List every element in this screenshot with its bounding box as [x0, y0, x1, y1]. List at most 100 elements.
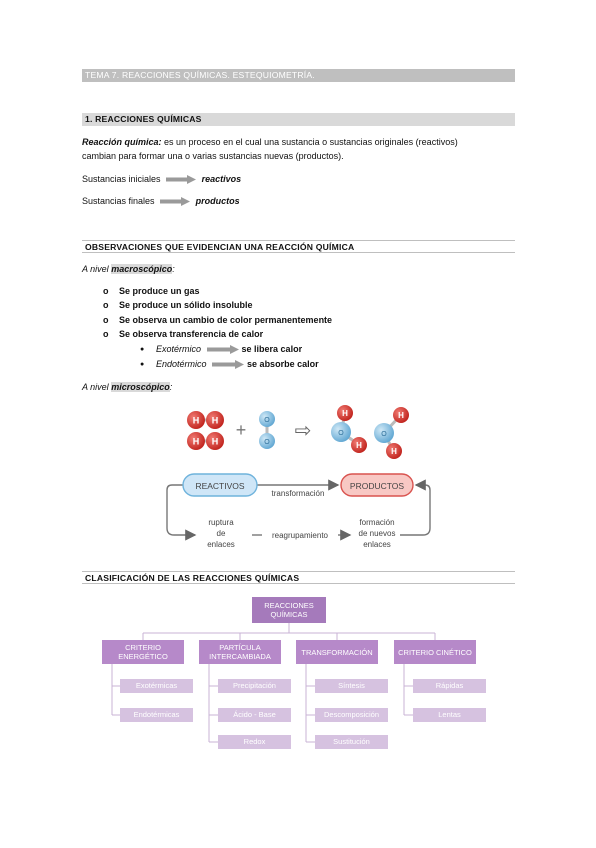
arrow-icon [160, 197, 191, 207]
micro-suffix: : [169, 382, 173, 392]
h-atom-label: H [398, 411, 404, 420]
leaf-exotermicas: Exotérmicas [120, 679, 193, 693]
o-atom-label: O [338, 430, 344, 437]
molecule-reaction-illustration: H H H H + O O ⇨ O H H O H H [187, 405, 409, 459]
category-line: TRANSFORMACIÓN [301, 647, 373, 657]
leaf-precipitacion: Precipitación [218, 679, 291, 693]
ruptura-label: de [217, 529, 226, 538]
initial-value: reactivos [201, 174, 242, 184]
leaf-acido-base: Ácido - Base [218, 708, 291, 722]
definition-term: Reacción química: [82, 137, 162, 147]
sub-text: se libera calor [241, 344, 303, 354]
section-title-observaciones: OBSERVACIONES QUE EVIDENCIAN UNA REACCIÓ… [82, 240, 515, 253]
leaf-sintesis: Síntesis [315, 679, 388, 693]
o-atom-label: O [381, 431, 387, 438]
formacion-label: formación [359, 518, 394, 527]
micro-word: microscópico [111, 382, 170, 392]
arrow-icon [166, 175, 197, 185]
category-line: CRITERIO [125, 643, 161, 652]
sub-list-item: ● Exotérmico se libera calor [140, 343, 303, 356]
list-item-text: Se observa un cambio de color permanente… [119, 315, 333, 325]
sub-term: Endotérmico [156, 359, 207, 369]
h-atom-label: H [391, 447, 397, 456]
formacion-label: enlaces [363, 540, 391, 549]
initial-label: Sustancias iniciales [82, 174, 161, 184]
h-atom-label: H [342, 409, 348, 418]
o-atom-label: O [264, 439, 270, 446]
ruptura-label: enlaces [207, 540, 235, 549]
reactivos-label: REACTIVOS [195, 481, 244, 491]
h2o-molecule: O H H [331, 405, 367, 453]
document-header: TEMA 7. REACCIONES QUÍMICAS. ESTEQUIOMET… [82, 69, 515, 82]
arrow-icon [212, 360, 245, 370]
h2-molecule: H H [187, 411, 224, 429]
bullet-icon: o [103, 315, 109, 325]
reactivos-node [182, 473, 258, 497]
category-line: PARTÍCULA [219, 643, 261, 652]
o2-molecule: O O [259, 411, 275, 449]
initial-substances-row: Sustancias iniciales reactivos [82, 173, 241, 186]
reagrupamiento-label: reagrupamiento [272, 531, 329, 540]
list-item-text: Se produce un gas [119, 286, 200, 296]
sub-list-item: ● Endotérmico se absorbe calor [140, 358, 319, 371]
category-line: CRITERIO CINÉTICO [398, 647, 472, 657]
ruptura-label: ruptura [208, 518, 234, 527]
h-atom-label: H [356, 441, 362, 450]
definition-text-1: es un proceso en el cual una sustancia o… [161, 137, 458, 147]
h-atom-label: H [193, 437, 200, 447]
productos-label: PRODUCTOS [350, 481, 404, 491]
h-atom-label: H [212, 437, 219, 447]
final-substances-row: Sustancias finales productos [82, 195, 240, 208]
productos-node [340, 473, 414, 497]
definition-line2: cambian para formar una o varias sustanc… [82, 151, 344, 161]
transformacion-label: transformación [272, 489, 325, 498]
list-item-text: Se observa transferencia de calor [119, 329, 264, 339]
sub-text: se absorbe calor [247, 359, 319, 369]
dot-icon: ● [140, 361, 145, 368]
dot-icon: ● [140, 346, 145, 353]
category-criterio-cinetico: CRITERIO CINÉTICO [394, 640, 476, 664]
category-line: ENERGÉTICO [118, 652, 168, 661]
sub-term: Exotérmico [156, 344, 202, 354]
root-line: REACCIONES [264, 601, 314, 610]
list-item-text: Se produce un sólido insoluble [119, 300, 253, 310]
section-title-clasificacion: CLASIFICACIÓN DE LAS REACCIONES QUÍMICAS [82, 571, 515, 584]
reaction-flow-diagram: REACTIVOS PRODUCTOS transformación ruptu… [166, 473, 431, 549]
root-line: QUÍMICAS [270, 610, 308, 619]
micro-heading: A nivel microscópico: [82, 381, 172, 394]
o-atom-label: O [264, 417, 270, 424]
section-title-reacciones: 1. REACCIONES QUÍMICAS [82, 113, 515, 126]
formacion-label: de nuevos [359, 529, 396, 538]
macro-heading: A nivel macroscópico: [82, 263, 175, 276]
bullet-icon: o [103, 329, 109, 339]
h-atom-label: H [193, 416, 200, 426]
macro-word: macroscópico [111, 264, 173, 274]
leaf-sustitucion: Sustitución [315, 735, 388, 749]
reaction-arrow-icon: ⇨ [295, 420, 312, 442]
final-label: Sustancias finales [82, 196, 155, 206]
leaf-redox: Redox [218, 735, 291, 749]
bullet-icon: o [103, 286, 109, 296]
list-item: o Se produce un sólido insoluble [103, 299, 253, 312]
list-item: o Se observa un cambio de color permanent… [103, 314, 333, 327]
macro-suffix: : [172, 264, 175, 274]
list-item: o Se produce un gas [103, 285, 200, 298]
h-atom-label: H [212, 416, 219, 426]
definition-line1: Reacción química: es un proceso en el cu… [82, 136, 458, 149]
leaf-descomposicion: Descomposición [315, 708, 388, 722]
category-line: INTERCAMBIADA [209, 652, 271, 661]
h2-molecule: H H [187, 432, 224, 450]
macro-prefix: A nivel [82, 264, 112, 274]
final-value: productos [195, 196, 240, 206]
list-item: o Se observa transferencia de calor [103, 328, 264, 341]
leaf-endotermicas: Endotérmicas [120, 708, 193, 722]
leaf-lentas: Lentas [413, 708, 486, 722]
plus-icon: + [236, 420, 247, 440]
bullet-icon: o [103, 300, 109, 310]
leaf-rapidas: Rápidas [413, 679, 486, 693]
h2o-molecule: O H H [374, 407, 409, 459]
